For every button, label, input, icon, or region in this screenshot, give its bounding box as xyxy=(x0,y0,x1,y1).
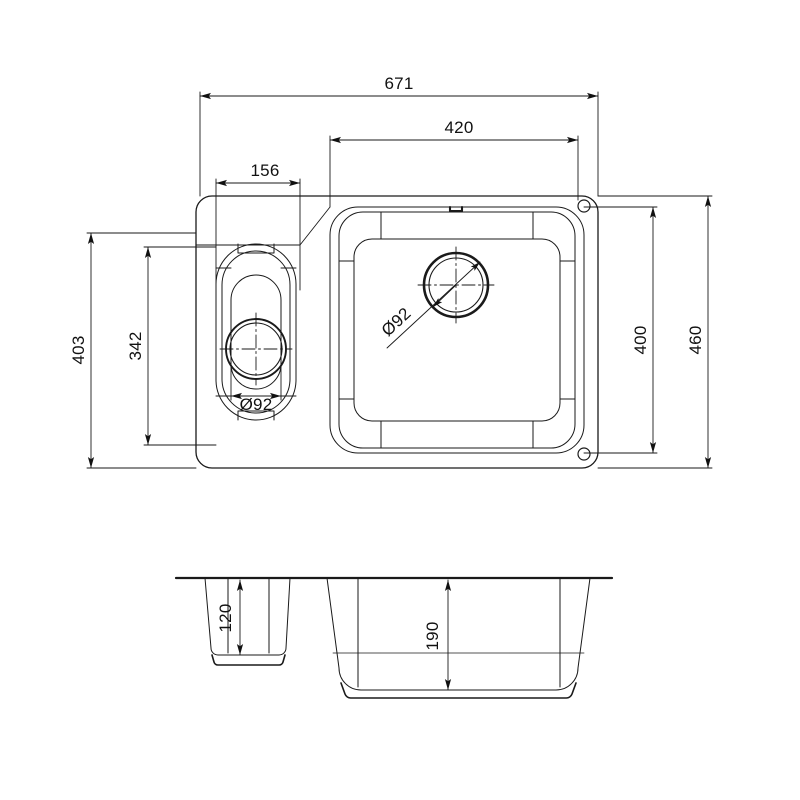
main-bowl-section-base xyxy=(340,682,577,699)
main-bowl-section-body xyxy=(326,577,591,691)
label-420: 420 xyxy=(445,118,474,137)
label-156: 156 xyxy=(251,161,280,180)
dimension-labels: 671 420 156 403 342 400 460 Ø92 Ø92 120 … xyxy=(69,74,705,650)
label-671: 671 xyxy=(385,74,414,93)
main-bowl-overflow-notch xyxy=(448,205,464,213)
leader-line-plate-corner xyxy=(195,206,331,246)
small-bowl-plan xyxy=(215,243,297,421)
main-bowl-right-step xyxy=(559,260,576,400)
dim-arrow-main-drain-lower xyxy=(432,284,457,308)
main-bowl-left-step xyxy=(338,260,355,400)
plan-view-group xyxy=(195,195,599,469)
label-190: 190 xyxy=(423,622,442,651)
main-bowl-floor xyxy=(353,238,561,422)
small-bowl-section xyxy=(204,577,291,666)
label-460: 460 xyxy=(686,326,705,355)
mounting-hole-top xyxy=(577,199,591,213)
small-bowl-section-base xyxy=(211,654,286,666)
section-view-group xyxy=(174,576,614,699)
plate-outline xyxy=(195,195,599,469)
label-120: 120 xyxy=(216,604,235,633)
main-bowl-top-step xyxy=(380,211,534,240)
small-bowl-section-body xyxy=(204,577,291,656)
small-bowl-inner-rim xyxy=(221,250,291,414)
label-main-drain-diameter: Ø92 xyxy=(378,304,415,340)
label-403: 403 xyxy=(69,336,88,365)
small-bowl-bottom-step xyxy=(237,410,275,421)
main-bowl-inner-rim xyxy=(338,211,576,449)
small-bowl-floor xyxy=(230,274,282,390)
plan-dimensions xyxy=(86,91,713,469)
mounting-hole-bottom xyxy=(577,447,591,461)
main-bowl-bottom-step xyxy=(380,420,534,449)
small-bowl-left-step xyxy=(215,267,232,397)
main-bowl-plan xyxy=(329,205,585,454)
main-bowl-section xyxy=(326,577,591,699)
small-bowl-outer-rim xyxy=(215,243,297,421)
small-bowl-top-step xyxy=(237,243,275,254)
label-400: 400 xyxy=(631,326,650,355)
main-bowl-outer-rim xyxy=(329,206,585,454)
label-small-drain-diameter: Ø92 xyxy=(240,395,273,414)
label-342: 342 xyxy=(126,332,145,361)
small-bowl-right-step xyxy=(280,267,297,397)
